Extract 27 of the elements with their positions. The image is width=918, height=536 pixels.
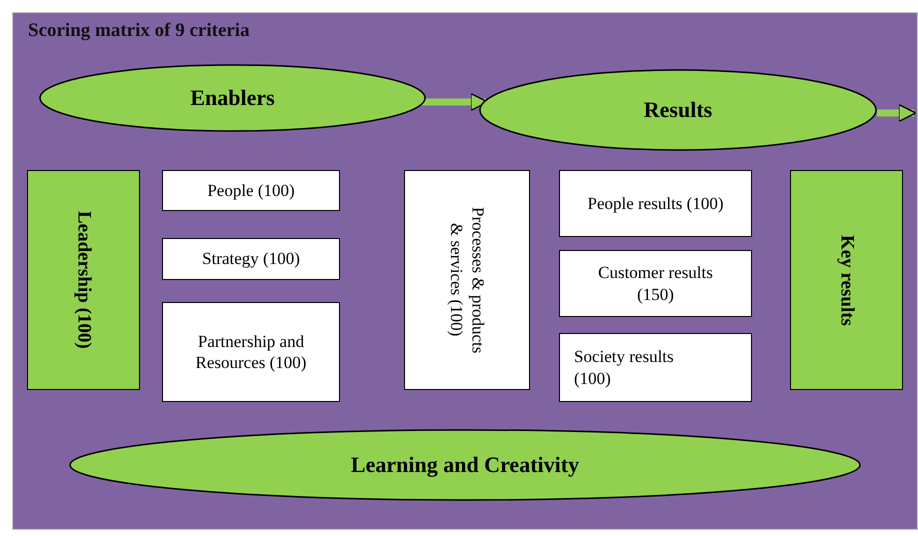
criterion-box	[559, 333, 752, 402]
rotated-label-box	[790, 170, 903, 390]
criterion-box	[162, 238, 340, 280]
node-label: Society results (100)	[574, 346, 675, 389]
node-label: Processes & products & services (100)	[446, 206, 488, 356]
node-label: Customer results (150)	[597, 262, 714, 305]
ellipse-node	[70, 430, 860, 500]
node-label: People (100)	[207, 180, 295, 202]
node-label: Learning and Creativity	[350, 451, 580, 479]
node-label: Partnership and Resources (100)	[194, 330, 308, 374]
diagram-title: Scoring matrix of 9 criteria	[28, 20, 250, 42]
ellipse-node	[480, 70, 876, 150]
node-label: Results	[644, 96, 712, 124]
node-label: People results (100)	[588, 192, 724, 214]
node-label: Key results	[835, 234, 858, 326]
criterion-box	[162, 302, 340, 402]
block-arrow	[421, 92, 488, 112]
rotated-label-box	[404, 170, 530, 390]
rotated-label-box	[27, 170, 140, 390]
block-arrow	[877, 104, 916, 122]
node-label: Leadership (100)	[72, 211, 96, 349]
ellipse-node	[40, 65, 425, 131]
criterion-box	[162, 170, 340, 211]
criterion-box	[559, 250, 752, 317]
node-label: Strategy (100)	[202, 248, 300, 270]
node-label: Enablers	[190, 84, 275, 112]
criterion-box	[559, 170, 752, 237]
